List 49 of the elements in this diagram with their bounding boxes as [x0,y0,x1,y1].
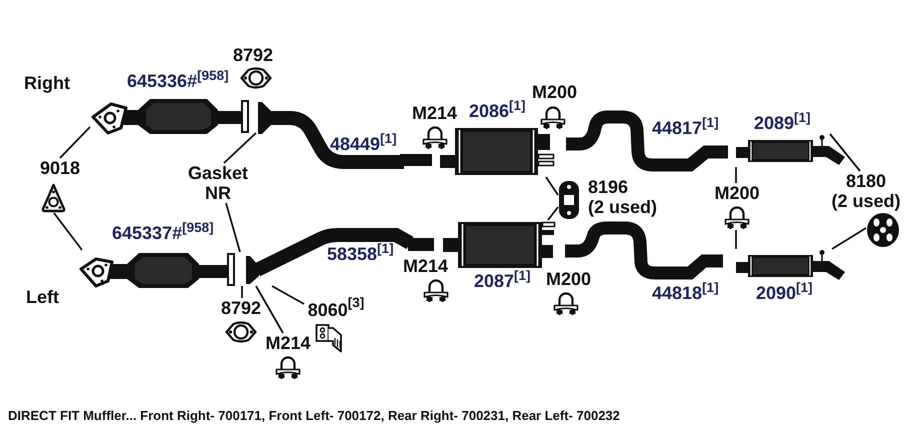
leader-line [53,212,83,251]
part-number: M214 [412,103,458,123]
quantity-note: (2 used) [588,197,658,217]
catalytic-converter [78,250,236,290]
muffler [438,126,556,177]
side-label: Left [26,287,59,307]
part-number: 645337#$^{[958]}$ [112,223,214,243]
part-number: M200 [546,269,592,289]
leader-line [735,167,737,183]
part-number: 2087$^{[1]}$ [474,271,531,291]
part-number: M200 [711,183,763,203]
leader-line [547,206,559,221]
part-number: 8196 [588,177,628,197]
leader-line [223,132,257,164]
muffler [733,249,846,282]
part-number: 9018 [37,158,83,178]
leader-line [832,227,866,250]
leader-line [255,286,284,334]
hanger-icon [558,180,580,220]
part-number: 2090$^{[1]}$ [756,283,813,303]
part-number: 8792 [233,45,274,65]
part-number: M214 [403,256,448,276]
part-number: M200 [532,82,578,102]
part-number: M214 [262,333,314,353]
part-label: Gasket NR [184,163,252,203]
leader-line [272,285,304,305]
part-number: 44818$^{[1]}$ [652,283,719,303]
part-number: 2089$^{[1]}$ [754,113,811,133]
leader-line [545,176,559,196]
part-number: 8792 [219,298,263,318]
clamp-icon [724,204,750,230]
muffler [733,134,846,167]
gasket-icon [41,183,66,213]
leader-line [225,202,241,252]
part-number: 8060$^{[3]}$ [304,299,368,321]
catalytic-converter [90,97,250,135]
part-number: 44817$^{[1]}$ [652,118,719,138]
quantity-note: (2 used) [831,191,900,211]
side-label: Right [24,73,70,93]
leader-line [241,286,243,298]
part-number: 8180 [846,171,886,191]
part-number: 2086$^{[1]}$ [469,101,526,121]
part-number: 645336#$^{[958]}$ [127,71,229,91]
caption: DIRECT FIT Muffler... Front Right- 700171, Front Left- 700172, Rear Right- 700231, Rear Left- 700232 [8,408,620,424]
part-number: 58358$^{[1]}$ [327,244,394,264]
leader-line [829,133,861,172]
leader-line [735,230,737,249]
part-number: 48449$^{[1]}$ [330,134,397,154]
hanger-icon [866,212,900,248]
